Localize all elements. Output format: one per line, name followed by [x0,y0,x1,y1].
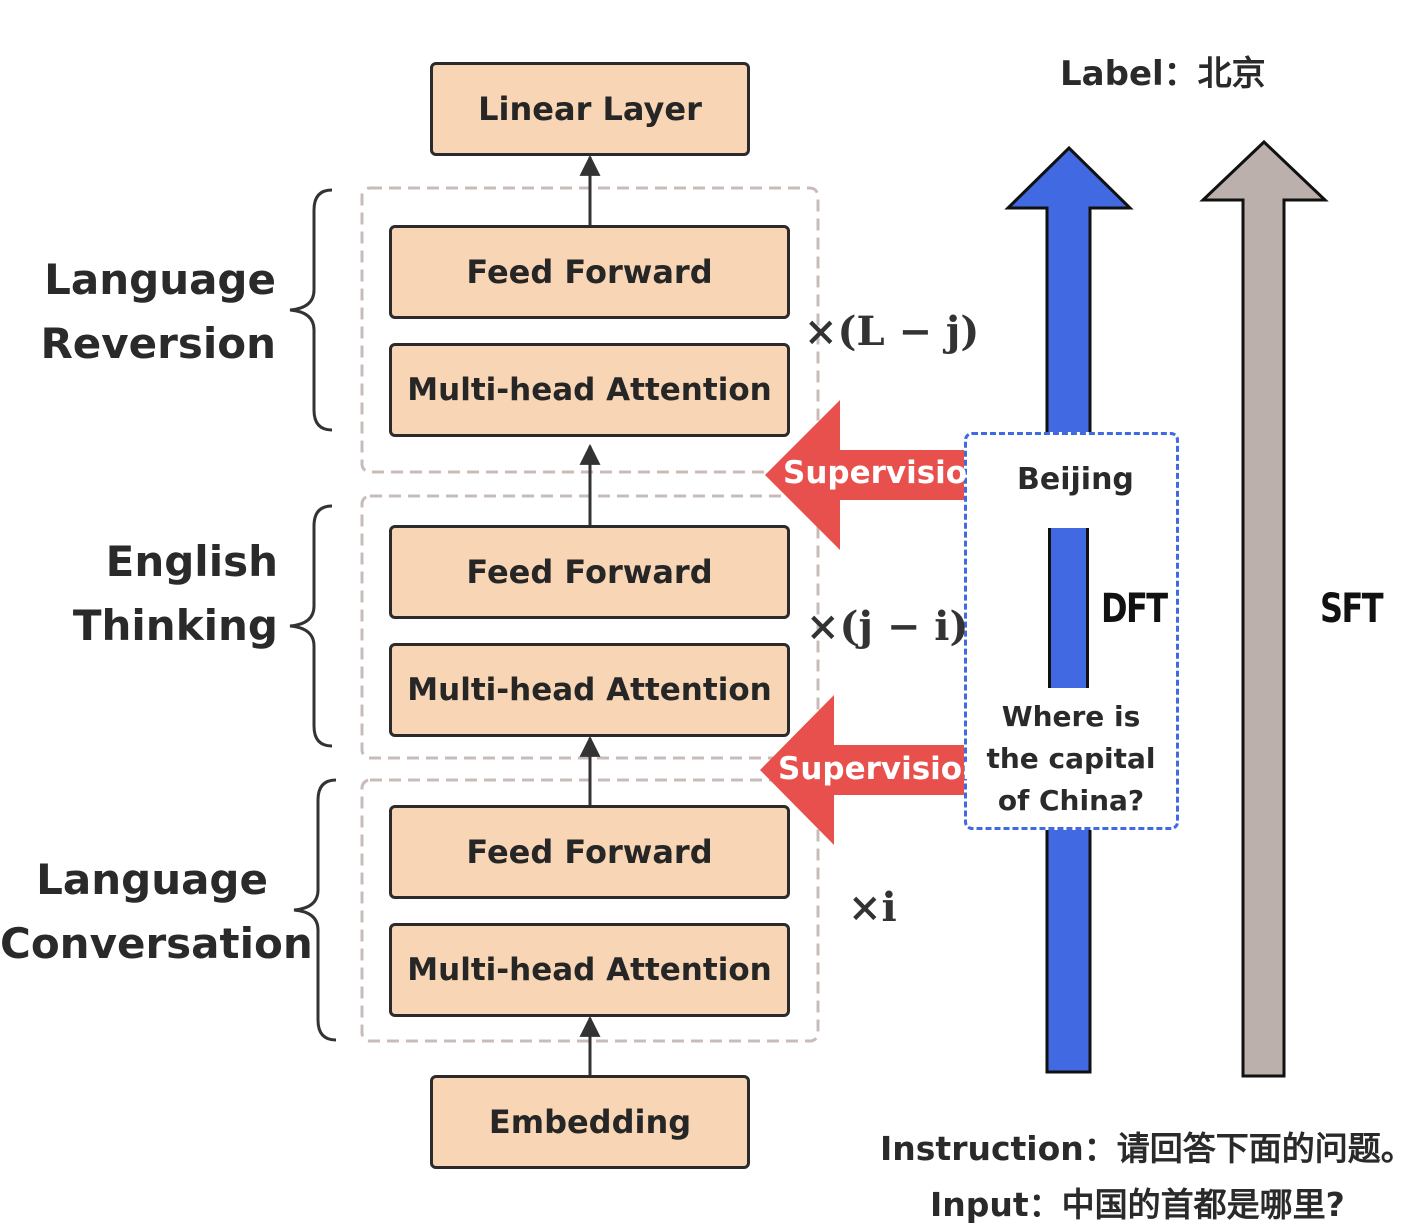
sft-label: SFT [1320,586,1384,632]
feed-forward-box: Feed Forward [389,225,790,319]
group-label-line: Language [44,255,276,304]
supervision-label-bottom: Supervision [778,751,985,787]
supervision-label-top: Supervision [783,455,990,491]
feed-forward-box: Feed Forward [389,805,790,899]
input-text: Input：中国的首都是哪里? [930,1185,1345,1224]
group-label-thinking: English Thinking [40,530,278,658]
brace-thinking [289,504,333,748]
label-text: Label：北京 [1060,54,1266,94]
embedding-box: Embedding [430,1075,750,1169]
group-label-line: English [105,537,278,586]
dft-arrow-segment [1048,528,1089,688]
question-line: Where is [1001,700,1141,733]
sft-arrow [1199,139,1329,1078]
group-label-line: Language [36,855,268,904]
supervision-arrow-bottom [760,695,990,845]
beijing-text: Beijing [1017,462,1134,497]
brace-reversion [289,188,333,432]
linear-layer-box: Linear Layer [430,62,750,156]
question-text: Where is the capital of China? [980,696,1162,822]
supervision-arrow-top [765,400,994,550]
question-line: the capital [986,742,1156,775]
multiplier-top: ×(L − j) [804,308,980,355]
group-label-line: Conversation [0,919,313,968]
feed-forward-box: Feed Forward [389,525,790,619]
multiplier-middle: ×(j − i) [806,603,969,650]
instruction-text: Instruction：请回答下面的问题。 [880,1129,1414,1168]
multi-head-attention-box: Multi-head Attention [389,643,790,737]
multiplier-bottom: ×i [848,884,897,931]
group-label-line: Reversion [40,319,276,368]
group-label-reversion: Language Reversion [40,248,276,376]
multi-head-attention-box: Multi-head Attention [389,343,790,437]
group-label-line: Thinking [72,601,278,650]
multi-head-attention-box: Multi-head Attention [389,923,790,1017]
question-line: of China? [997,784,1145,817]
dft-label: DFT [1101,586,1168,632]
group-label-conversation: Language Conversation [0,848,313,976]
brace-conversation [293,778,337,1042]
